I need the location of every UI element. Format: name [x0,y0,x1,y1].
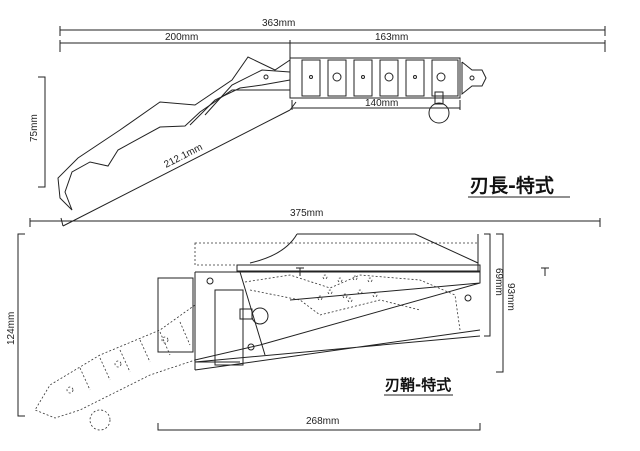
svg-text:140mm: 140mm [365,98,398,109]
dimension-124: 124mm [6,233,25,417]
blade-outline [57,56,291,211]
dimension-93: 93mm [496,233,516,373]
dimension-200: 200mm 163mm [59,32,606,60]
dimension-363: 363mm [59,18,606,36]
svg-text:212.1mm: 212.1mm [162,142,204,171]
svg-text:375mm: 375mm [290,208,323,219]
dimension-75: 75mm [29,76,46,188]
svg-text:93mm: 93mm [505,283,516,311]
sheath-drawing [34,233,549,431]
svg-text:124mm: 124mm [6,312,17,345]
svg-text:363mm: 363mm [262,18,295,29]
svg-text:163mm: 163mm [375,32,408,43]
knife-handle [289,57,487,124]
svg-text:268mm: 268mm [306,416,339,427]
sheath-title: 刃鞘-特式 [385,376,451,394]
svg-text:69mm: 69mm [493,268,504,296]
dimension-375: 375mm [29,208,601,227]
dimension-140: 140mm [291,98,461,110]
svg-text:200mm: 200mm [165,32,198,43]
dimension-268: 268mm [157,416,481,431]
knife-title: 刃長-特式 [470,174,554,197]
dimension-69: 69mm [484,233,504,337]
dimension-212: 212.1mm [60,101,297,227]
svg-text:75mm: 75mm [29,114,40,142]
